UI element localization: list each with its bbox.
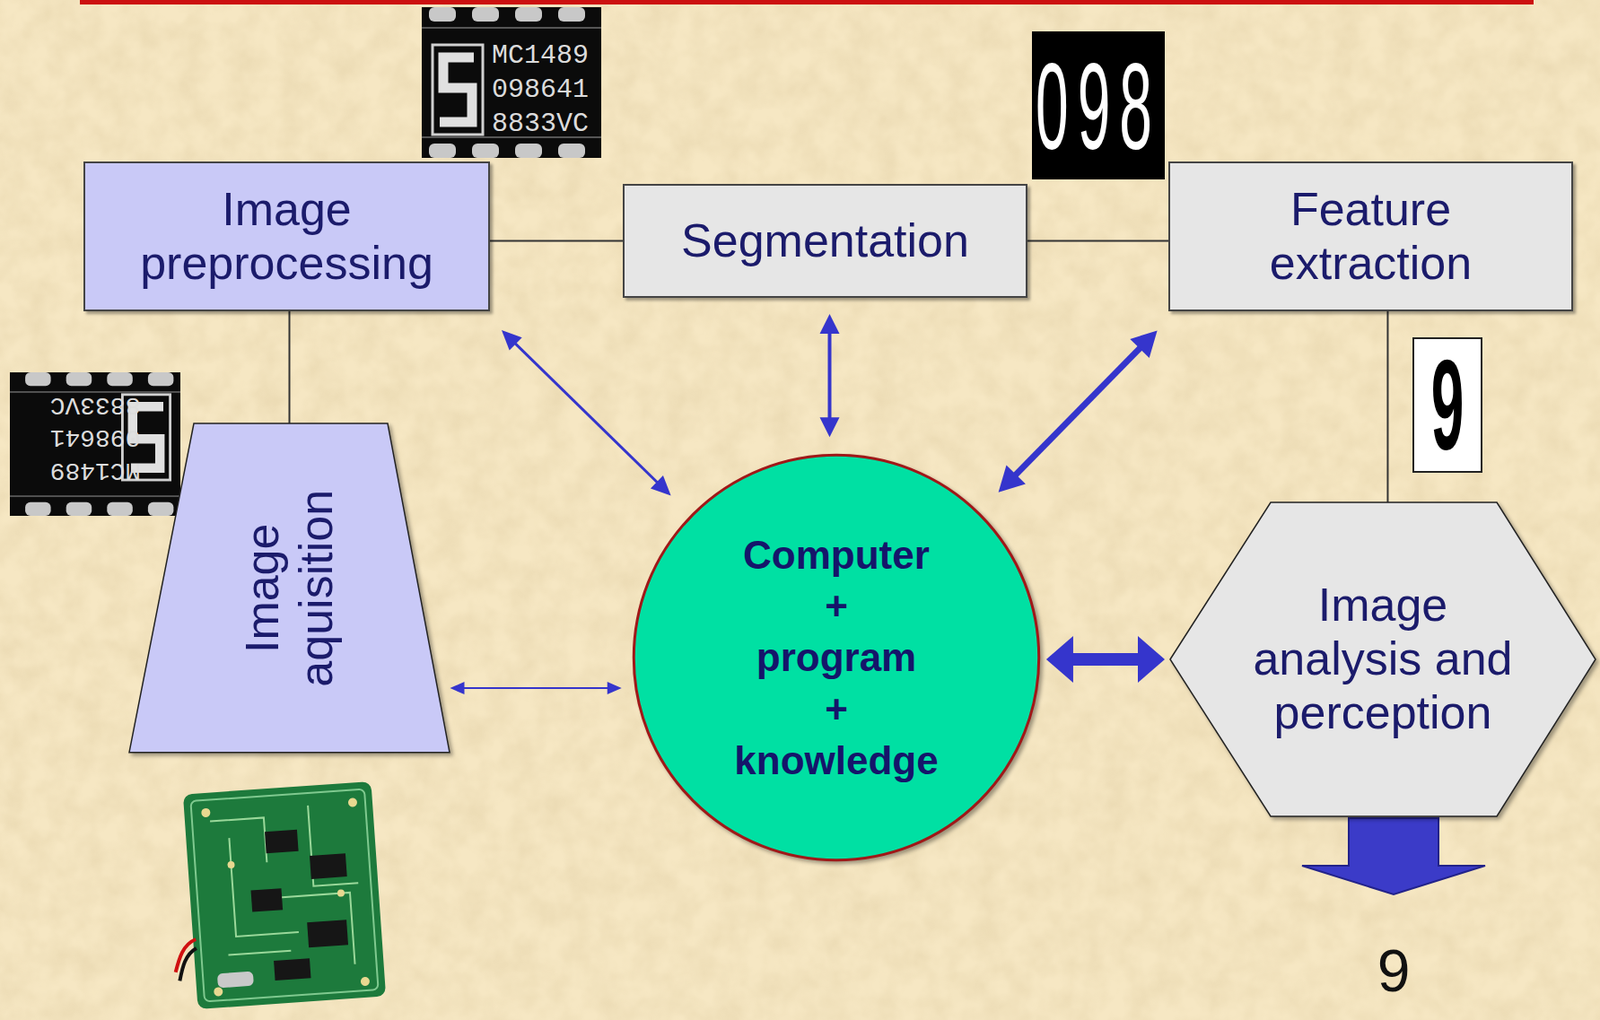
core-circle-outline [633,454,1039,860]
circuit-board-photo [183,781,386,1010]
arrowhead [449,681,464,695]
digit-sample: 9 [1431,341,1465,471]
connector-shaft [1014,346,1142,476]
output-block-arrow [1302,818,1486,895]
circuit-board-photo [163,781,386,1012]
circuit-board-photo [201,808,211,819]
analysis-hexagon: Image analysis and perception [1170,502,1596,817]
circuit-board-photo [190,789,378,1003]
flow-line [1387,311,1389,503]
process-box: Segmentation [622,183,1028,298]
connector-shaft [514,342,658,484]
connector-shaft [463,687,609,690]
arrowhead [820,417,840,438]
chip-photo [421,7,602,158]
circuit-board-photo [306,919,349,948]
result-digit: 9 [1377,941,1411,1001]
node-label: Feature extraction [1200,183,1542,291]
chip-marking: 8833VC [49,392,140,418]
circuit-board-photo [209,802,364,974]
process-box: Image preprocessing [83,161,490,312]
circuit-board-photo [227,861,236,870]
acquisition-trapezoid: Image aquisition [129,423,450,753]
flow-line [489,240,623,242]
core-circle: Computer + program + knowledge [631,453,1041,863]
arrowhead [820,314,840,334]
circuit-board-photo [273,958,311,981]
circuit-board-photo [264,830,299,854]
chip-marking: 098641 [49,424,140,450]
process-box: Feature extraction [1168,161,1574,312]
arrowhead [1046,636,1074,683]
arrowhead [998,464,1026,492]
double-arrow [449,681,621,695]
circuit-board-photo [337,889,346,898]
chip-photo-rotated [9,372,181,516]
digits-image [1031,31,1165,180]
circuit-board-photo [360,977,371,988]
node-label: Computer + program + knowledge [734,529,938,787]
chip-marking: 8833VC [491,110,589,138]
double-arrow [998,330,1158,492]
double-arrow [501,330,672,497]
circuit-board-photo [213,987,224,997]
chip-marking: 098641 [491,76,589,104]
connector-shaft [1027,240,1169,243]
circuit-board-photo [348,797,359,808]
analysis-hexagon-outline [1170,502,1596,817]
arrowhead [650,475,672,497]
node-label: Segmentation [681,214,970,269]
connector-shaft [828,332,832,420]
double-arrow [1046,636,1165,683]
connector-shaft [489,240,623,243]
circuit-board-photo [217,971,254,989]
chip-marking: MC1489 [49,457,140,483]
flow-line [1027,240,1169,242]
arrowhead [607,681,622,695]
connector-shaft [1386,311,1389,503]
connector-shaft [1070,653,1141,666]
circuit-board-photo [309,853,348,880]
header-rule [79,0,1534,5]
flow-line [288,311,290,424]
acquisition-trapezoid-outline [129,423,450,753]
connector-shaft [288,311,291,424]
arrowhead [1129,330,1157,358]
chip-marking: MC1489 [491,42,589,70]
arrowhead [501,330,523,351]
node-label: Image preprocessing [107,183,467,291]
digit-strip: 098 [1035,43,1162,168]
circuit-board-photo [251,888,284,912]
digit-image [1413,338,1482,473]
double-arrow [820,314,840,438]
node-label: Image analysis and perception [1239,578,1527,740]
circuit-board-photo [177,948,199,981]
node-label: Image aquisition [236,453,344,723]
arrowhead [1137,636,1165,683]
circuit-board-photo [173,939,198,973]
